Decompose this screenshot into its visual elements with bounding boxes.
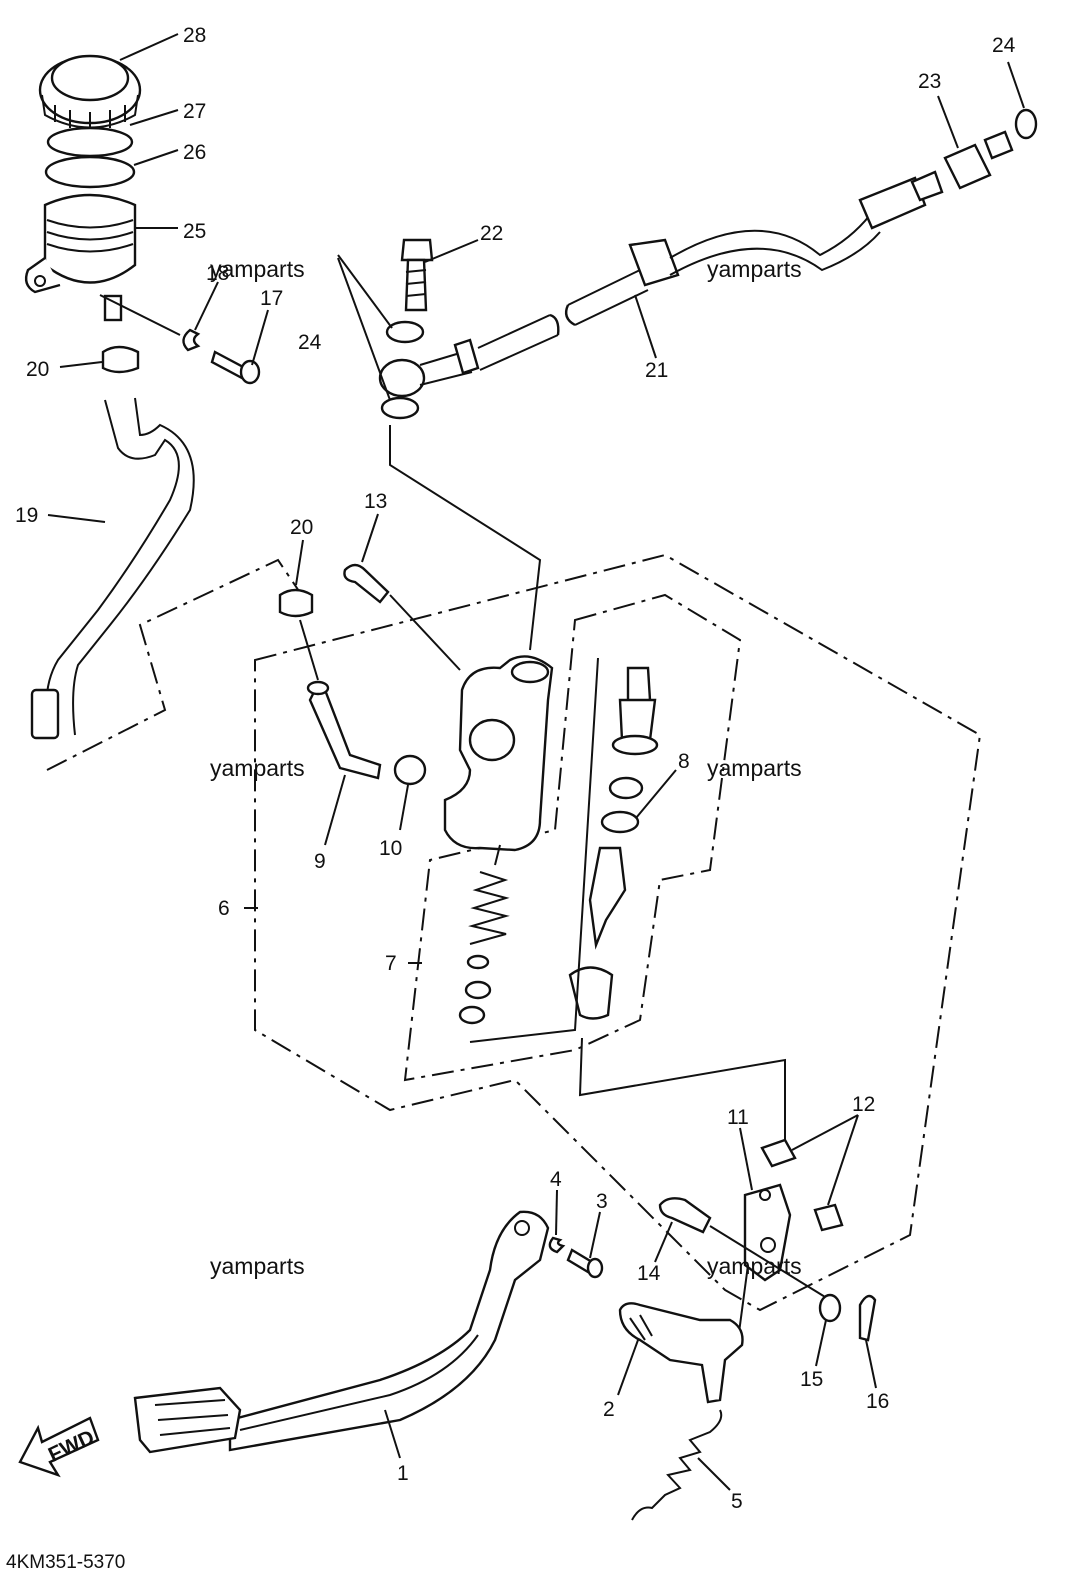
reservoir-hose xyxy=(45,397,195,736)
callout-23: 23 xyxy=(918,70,941,93)
banjo-fitting xyxy=(378,358,426,398)
clamp-20-top xyxy=(101,345,140,374)
bolt-22 xyxy=(400,238,434,262)
brake-hose-21 xyxy=(477,269,649,371)
shaft-2 xyxy=(618,1302,744,1404)
cotter-pin-16 xyxy=(858,1294,877,1342)
reservoir-diaphragm xyxy=(44,155,136,189)
callout-4: 4 xyxy=(550,1168,562,1191)
callout-24-left: 24 xyxy=(298,331,322,354)
washer-24-lower xyxy=(380,396,420,420)
callout-5: 5 xyxy=(731,1490,743,1513)
watermark-top-left: yamparts xyxy=(210,256,305,282)
watermark-bottom-right: yamparts xyxy=(707,1253,802,1279)
washer-4 xyxy=(548,1236,566,1254)
callout-11: 11 xyxy=(727,1106,749,1129)
callout-10: 10 xyxy=(379,837,402,860)
cup-8a xyxy=(608,776,644,800)
brake-hose-assembly xyxy=(378,108,1038,420)
callout-22: 22 xyxy=(480,222,503,245)
callout-13: 13 xyxy=(364,490,387,513)
washer-15 xyxy=(818,1293,842,1323)
bolt-13 xyxy=(343,563,390,604)
washer-24-upper xyxy=(385,320,425,344)
pedal-arm xyxy=(228,1210,550,1452)
union-bolt-23 xyxy=(943,143,992,190)
master-cylinder xyxy=(278,425,554,852)
piston-kit xyxy=(458,657,786,1140)
nut-12a xyxy=(760,1138,797,1168)
watermarks: yamparts yamparts yamparts yamparts yamp… xyxy=(210,256,802,1279)
fwd-arrow-icon: FWD xyxy=(18,1416,100,1478)
diagram-code: 4KM351-5370 xyxy=(6,1552,125,1573)
callout-25: 25 xyxy=(183,220,206,243)
callout-9: 9 xyxy=(314,850,326,873)
callout-27: 27 xyxy=(183,100,206,123)
callout-18: 18 xyxy=(206,262,229,285)
callout-20-top: 20 xyxy=(26,358,49,381)
callout-1: 1 xyxy=(397,1462,409,1485)
hose-routing-line xyxy=(46,558,306,771)
nut-12b xyxy=(813,1203,844,1232)
callout-24-right: 24 xyxy=(992,34,1016,57)
washer-24-right xyxy=(1014,108,1038,140)
callout-6: 6 xyxy=(218,897,230,920)
callout-19: 19 xyxy=(15,504,38,527)
callout-20-lower: 20 xyxy=(290,516,313,539)
callout-28: 28 xyxy=(183,24,206,47)
callout-8: 8 xyxy=(678,750,690,773)
pipe-9 xyxy=(308,688,382,780)
clip-and-screw xyxy=(182,328,261,385)
callout-14: 14 xyxy=(637,1262,661,1285)
assembly-outlines xyxy=(46,553,982,1312)
callout-labels: 28 27 26 25 18 17 20 19 20 13 22 24 21 2… xyxy=(15,24,1016,1513)
seal-10 xyxy=(393,754,427,786)
cup-8b xyxy=(600,810,640,834)
linkage xyxy=(658,1138,877,1342)
pedal-shaft xyxy=(618,1302,744,1521)
callout-15: 15 xyxy=(800,1368,823,1391)
watermark-bottom-left: yamparts xyxy=(210,1253,305,1279)
clip-18 xyxy=(182,328,201,352)
callout-21: 21 xyxy=(645,359,668,382)
watermark-top-right: yamparts xyxy=(707,256,802,282)
watermark-mid-right: yamparts xyxy=(707,755,802,781)
group-6-outline xyxy=(254,553,982,1312)
boot xyxy=(568,966,614,1020)
callout-12: 12 xyxy=(852,1093,875,1116)
callout-3: 3 xyxy=(596,1190,608,1213)
callout-17: 17 xyxy=(260,287,283,310)
callout-16: 16 xyxy=(866,1390,889,1413)
reservoir-plate xyxy=(46,126,134,158)
watermark-mid-left: yamparts xyxy=(210,755,305,781)
group-7-outline xyxy=(403,593,742,1082)
clamp-20-lower xyxy=(278,588,314,618)
reservoir-assembly xyxy=(24,54,142,322)
spring xyxy=(468,871,510,945)
brake-pedal xyxy=(133,1210,604,1454)
spring-5 xyxy=(631,1409,723,1521)
hose-end xyxy=(30,688,60,740)
callout-7: 7 xyxy=(385,952,397,975)
pin-14 xyxy=(658,1197,712,1234)
pedal-pad xyxy=(133,1386,242,1454)
callout-2: 2 xyxy=(603,1398,615,1421)
piston-upper xyxy=(626,666,652,704)
piston-lower xyxy=(588,846,627,950)
leader-lines xyxy=(47,33,1025,1491)
callout-26: 26 xyxy=(183,141,206,164)
